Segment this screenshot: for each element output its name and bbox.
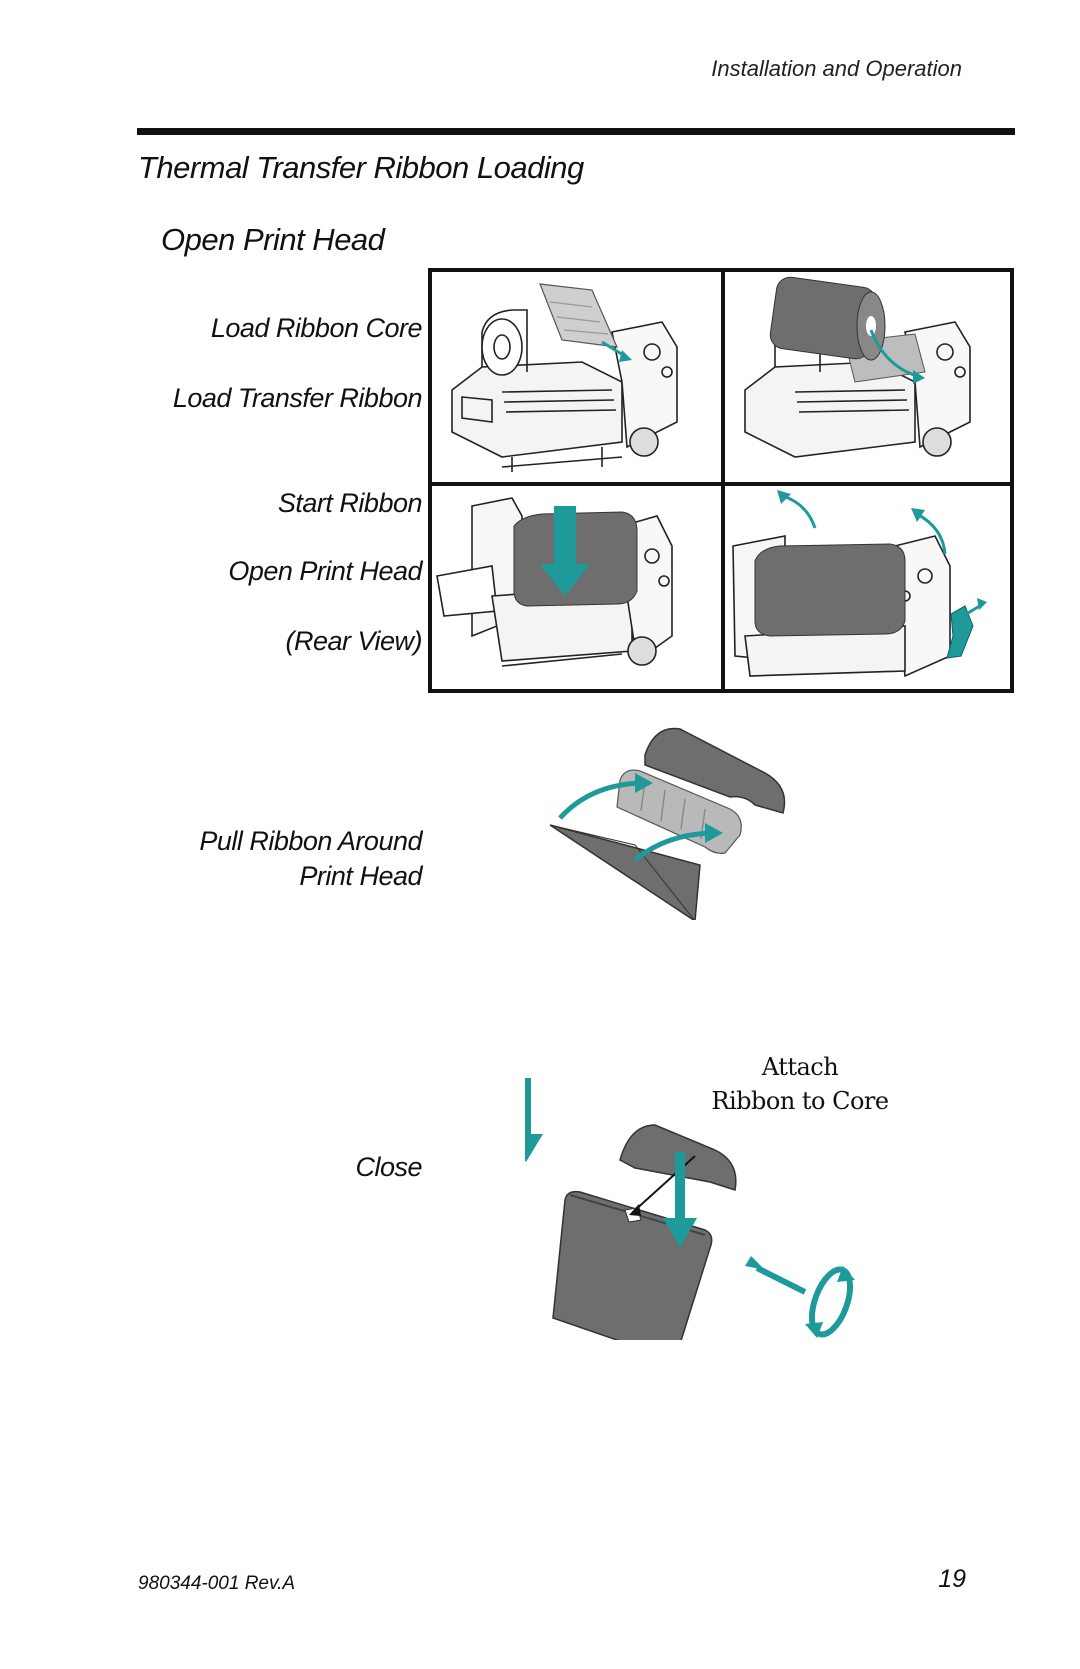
page-number: 19 [938, 1565, 966, 1593]
callout-line1: Attach [761, 1053, 839, 1081]
section-title: Thermal Transfer Ribbon Loading [138, 150, 584, 185]
doc-number: 980344-001 Rev.A [138, 1573, 296, 1594]
step-start-ribbon: Start Ribbon [277, 488, 423, 518]
arrow-icon [633, 823, 723, 862]
subsection-title: Open Print Head [161, 222, 385, 257]
step-load-transfer-ribbon: Load Transfer Ribbon [172, 383, 423, 413]
rotate-icon [805, 1266, 855, 1338]
arrow-icon [663, 1152, 697, 1248]
arrow-icon [558, 773, 653, 820]
illustration-grid [428, 268, 1014, 693]
illustration-load-core [432, 272, 721, 482]
header-rule [137, 128, 1015, 135]
grid-divider-horizontal [432, 482, 1010, 486]
arrow-icon [540, 506, 590, 596]
step-rear-view: (Rear View) [285, 626, 422, 656]
illustration-open-head-rear [725, 486, 1010, 689]
running-header: Installation and Operation [711, 56, 962, 81]
step-open-print-head: Open Print Head [228, 556, 422, 586]
grid-divider-vertical [721, 272, 725, 689]
arrow-icon [911, 508, 947, 555]
step-pull-ribbon-line1: Pull Ribbon Around [199, 826, 422, 856]
step-pull-ribbon-line2: Print Head [299, 861, 422, 891]
callout-line2: Ribbon to Core [711, 1087, 889, 1115]
arrow-icon [509, 1078, 543, 1162]
step-close: Close [355, 1152, 422, 1182]
arrow-icon [745, 1256, 807, 1295]
illustration-start-ribbon [432, 486, 721, 689]
illustration-pull-ribbon [545, 725, 805, 923]
callout-attach-ribbon: Attach Ribbon to Core [700, 1050, 900, 1118]
illustration-load-ribbon [725, 272, 1010, 482]
step-load-ribbon-core: Load Ribbon Core [210, 313, 423, 343]
arrow-icon [777, 490, 817, 529]
